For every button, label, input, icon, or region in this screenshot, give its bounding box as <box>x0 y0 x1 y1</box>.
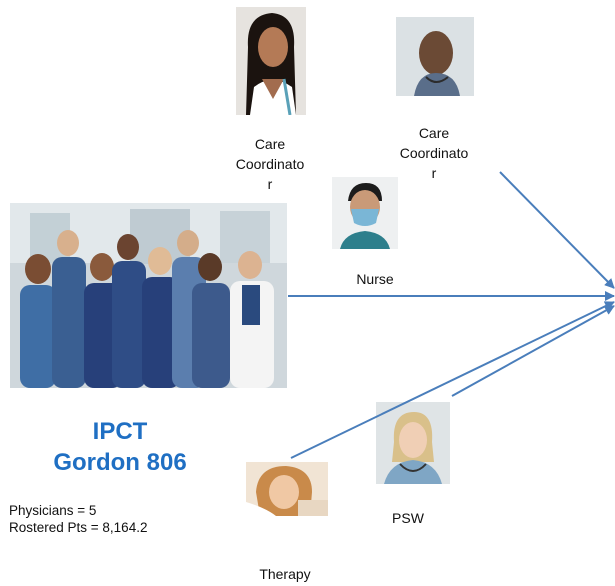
team-group-photo <box>10 203 287 388</box>
psw-label: PSW <box>392 510 424 526</box>
team-name-line1: IPCT <box>92 418 148 445</box>
care-coordinator-2-label: Care Coordinato r <box>399 125 469 181</box>
team-name-line2: Gordon 806 <box>53 449 187 476</box>
team-name: IPCT Gordon 806 <box>20 416 220 478</box>
arrow-psw-to-target <box>451 305 615 397</box>
care-coordinator-2-photo <box>396 17 474 96</box>
arrow-care-coordinator-to-target <box>499 171 615 289</box>
nurse-photo <box>332 177 398 249</box>
arrow-therapy-to-target <box>290 301 615 459</box>
care-coordinator-1-photo <box>236 7 306 115</box>
care-coordinator-1-label: Care Coordinato r <box>235 136 305 192</box>
therapy-photo <box>246 462 328 516</box>
rostered-patients-stat: Rostered Pts = 8,164.2 <box>9 520 148 535</box>
therapy-label: Therapy <box>259 566 311 582</box>
psw-photo <box>376 402 450 484</box>
nurse-label: Nurse <box>356 271 394 287</box>
physicians-stat: Physicians = 5 <box>9 503 97 518</box>
